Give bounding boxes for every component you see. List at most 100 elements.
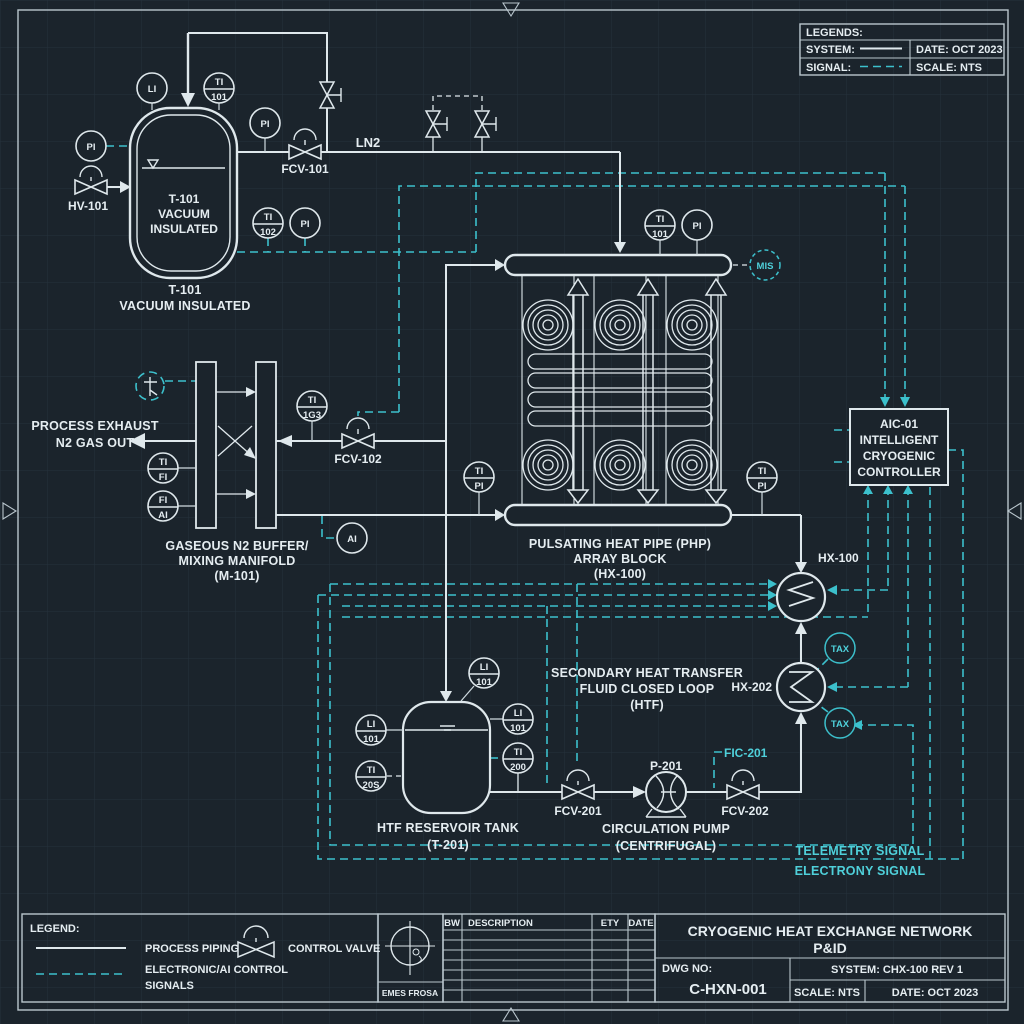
svg-text:101: 101 [211, 92, 228, 103]
stamp-text: EMES FROSA [382, 988, 438, 998]
stamp-compass-icon [385, 921, 435, 975]
control-valve-label: CONTROL VALVE [288, 943, 380, 955]
signal-arrow-icon [883, 485, 893, 494]
hx202-exchanger: HX-202 [731, 661, 827, 713]
t101-inner-tag: T-101 [169, 192, 200, 206]
htf-loop-caption: SECONDARY HEAT TRANSFER FLUID CLOSED LOO… [551, 666, 743, 712]
valve-body-icon [288, 143, 307, 161]
exhaust-label-1: PROCESS EXHAUST [31, 419, 158, 433]
aic-tag: AIC-01 [880, 417, 918, 431]
hx202-label: HX-202 [731, 680, 772, 694]
signal-arrow-icon [827, 585, 837, 595]
flow-arrow-icon [614, 242, 626, 253]
level-mark-icon [146, 159, 160, 170]
svg-text:AI: AI [158, 510, 168, 521]
valve-actuator-icon [731, 769, 755, 782]
legend-control-valve-icon [237, 925, 275, 959]
legends-signal-label: SIGNAL: [806, 62, 851, 74]
flow-arrow-icon [129, 433, 145, 449]
svg-text:TI: TI [758, 466, 766, 477]
php-caption-2: ARRAY BLOCK [573, 552, 666, 566]
flow-arrow-icon [181, 93, 195, 107]
signal-arrow-icon [852, 720, 862, 730]
aic-line2: INTELLIGENT [860, 433, 939, 447]
vent-valve [318, 81, 342, 109]
signal-arrow-icon [768, 590, 777, 600]
svg-text:TI: TI [514, 747, 522, 758]
svg-text:TI: TI [367, 765, 375, 776]
bottom-edge-marker-icon [502, 1006, 520, 1022]
ln2-line-label: LN2 [356, 135, 381, 150]
htf-caption-1: SECONDARY HEAT TRANSFER [551, 666, 743, 680]
svg-text:101: 101 [510, 723, 527, 734]
drawing-title-2: P&ID [813, 940, 846, 956]
flow-arrow-icon [633, 786, 646, 798]
svg-text:101: 101 [652, 229, 669, 240]
svg-text:PI: PI [693, 221, 702, 232]
pump-caption-2: (CENTRIFUGAL) [616, 839, 717, 853]
bubble-ai: AI [336, 522, 368, 554]
t201-caption-1: HTF RESERVOIR TANK [377, 821, 519, 835]
svg-text:TI: TI [308, 395, 316, 406]
hv101-label: HV-101 [68, 199, 108, 213]
riser-valve-2 [473, 110, 497, 138]
valve-hv101: HV-101 [68, 165, 108, 213]
php-bottom-header [503, 503, 733, 527]
down-arrow-icon [566, 489, 590, 505]
rev-col-bw: BW [444, 918, 460, 929]
electronic-signals-label-2: SIGNALS [145, 980, 194, 992]
t101-inner-insulated: INSULATED [150, 222, 218, 236]
flow-arrow-icon [120, 181, 131, 193]
electronic-signals-label-1: ELECTRONIC/AI CONTROL [145, 964, 288, 976]
exchanger-zigzag-icon [789, 671, 815, 703]
aic-line4: CONTROLLER [857, 465, 941, 479]
manifold-m101: PROCESS EXHAUST N2 GAS OUT GASEOUS N2 BU… [31, 361, 309, 583]
flow-arrow-icon [246, 387, 256, 397]
svg-text:PI: PI [758, 481, 767, 492]
svg-text:PI: PI [87, 142, 96, 153]
bubble-ti-101: TI 101 [203, 72, 235, 104]
signal-arrow-icon [900, 397, 910, 407]
svg-text:1G3: 1G3 [303, 410, 321, 421]
svg-text:LI: LI [367, 719, 375, 730]
valve-body-icon [561, 783, 580, 801]
php-spiral-coils [522, 299, 718, 491]
htf-caption-2: FLUID CLOSED LOOP [580, 682, 715, 696]
signal-arrow-icon [768, 579, 777, 589]
valve-body-icon [318, 81, 336, 97]
svg-text:PI: PI [475, 481, 484, 492]
svg-text:101: 101 [476, 677, 493, 688]
valve-body-icon [424, 110, 442, 126]
svg-text:AI: AI [347, 534, 357, 545]
flow-arrow-icon [795, 622, 807, 634]
flow-arrow-icon [440, 691, 452, 702]
valve-actuator-icon [346, 417, 370, 430]
valve-fcv202: FCV-202 [721, 769, 769, 818]
valve-body-icon [74, 178, 93, 196]
rev-col-description: DESCRIPTION [468, 918, 533, 929]
aic01-controller: AIC-01 INTELLIGENT CRYOGENIC CONTROLLER [849, 408, 949, 486]
svg-text:20S: 20S [363, 780, 380, 791]
legend-title: LEGEND: [30, 923, 80, 935]
valve-actuator-icon [79, 165, 103, 178]
svg-text:200: 200 [510, 762, 526, 773]
svg-text:PI: PI [301, 219, 310, 230]
down-arrow-icon [704, 489, 728, 505]
legends-title: LEGENDS: [806, 27, 863, 39]
svg-text:TI: TI [215, 77, 223, 88]
valve-body-icon [341, 432, 360, 450]
level-mark-icon [440, 725, 455, 731]
valve-actuator-icon [293, 128, 317, 141]
control-signal-network [106, 145, 964, 860]
php-caption-1: PULSATING HEAT PIPE (PHP) [529, 537, 711, 551]
aic-line3: CRYOGENIC [863, 449, 936, 463]
bubble-tax-north: TAX [824, 632, 856, 664]
t101-inner-vacuum: VACUUM [158, 207, 210, 221]
php-flow-arrows [566, 277, 728, 505]
date-value: DATE: OCT 2023 [892, 987, 979, 999]
pump-caption-1: CIRCULATION PUMP [602, 822, 730, 836]
